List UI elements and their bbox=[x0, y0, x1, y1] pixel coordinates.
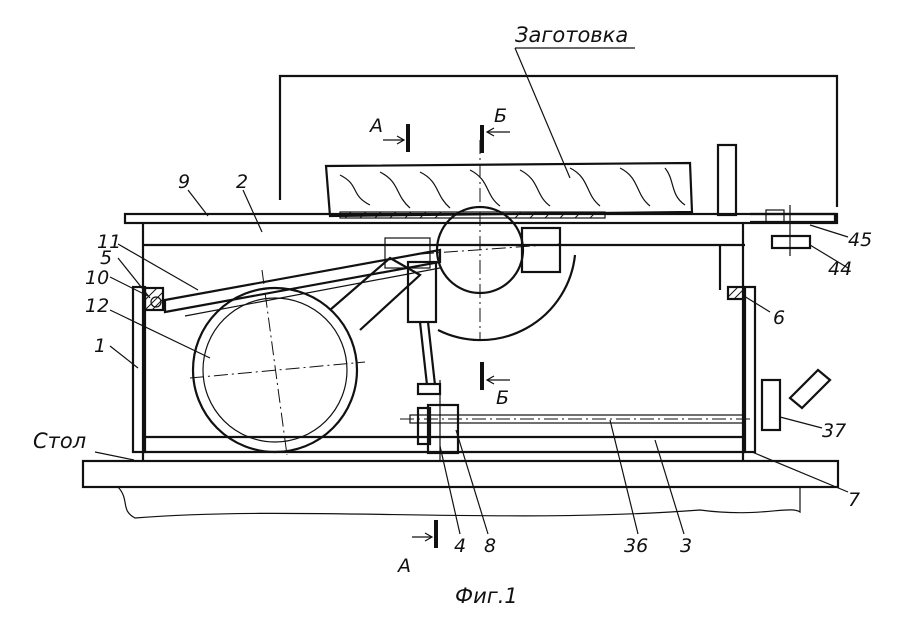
part-label-12: 12 bbox=[85, 295, 109, 317]
workpiece-label: Заготовка bbox=[515, 23, 628, 47]
part-label-10: 10 bbox=[85, 267, 109, 289]
motor-12-inner bbox=[202, 297, 348, 443]
part-label-5: 5 bbox=[100, 247, 112, 269]
nut-block-8 bbox=[426, 403, 460, 455]
side-panel-6 bbox=[743, 285, 757, 454]
section-b-bottom-arrowhead bbox=[485, 375, 495, 385]
part-label-9: 9 bbox=[178, 171, 190, 193]
clamp-45 bbox=[750, 212, 837, 224]
adjuster-rod-right bbox=[426, 321, 437, 386]
adjuster-nut bbox=[416, 382, 442, 396]
bracket-37 bbox=[760, 378, 782, 432]
handle-37 bbox=[788, 368, 832, 410]
section-b-top-arrowhead bbox=[485, 127, 495, 137]
hatch-block-6 bbox=[726, 285, 746, 301]
part-label-1: 1 bbox=[94, 335, 106, 357]
motor-axis-horizontal bbox=[189, 361, 366, 379]
adjuster-housing bbox=[406, 260, 438, 324]
workpiece bbox=[324, 161, 694, 218]
stop-post bbox=[716, 143, 738, 217]
saw-disc bbox=[437, 254, 577, 342]
figure-caption: Фиг.1 bbox=[455, 584, 518, 608]
part-label-3: 3 bbox=[680, 535, 692, 557]
wood-grain bbox=[339, 167, 686, 209]
table-label: Стол bbox=[33, 429, 86, 453]
part-label-45: 45 bbox=[848, 229, 872, 251]
section-b-bottom-label: Б bbox=[496, 387, 509, 409]
clamp-45-slot bbox=[765, 209, 785, 223]
part-label-37: 37 bbox=[822, 420, 846, 442]
section-a-bottom-label: А bbox=[396, 555, 411, 577]
part-label-8: 8 bbox=[484, 535, 496, 557]
part-label-36: 36 bbox=[624, 535, 648, 557]
nut-4 bbox=[416, 406, 432, 446]
saw-bearing bbox=[520, 226, 562, 274]
adjuster-rod-left bbox=[418, 321, 429, 386]
lever-11 bbox=[163, 248, 442, 314]
section-a-bottom-arrowhead bbox=[424, 532, 434, 542]
part-label-6: 6 bbox=[773, 307, 785, 329]
pivot-block-10 bbox=[143, 286, 165, 312]
motor-bracket bbox=[329, 256, 422, 331]
guide-strip-hatch bbox=[339, 211, 606, 219]
part-label-4: 4 bbox=[454, 535, 466, 557]
motor-12 bbox=[191, 286, 359, 454]
part-label-44: 44 bbox=[828, 258, 852, 280]
leader-lines bbox=[94, 47, 849, 535]
upper-housing bbox=[278, 74, 839, 207]
section-a-top-arrowhead bbox=[396, 135, 406, 145]
part-label-7: 7 bbox=[848, 489, 860, 511]
knob-44 bbox=[770, 234, 812, 250]
belt bbox=[184, 267, 441, 317]
table-top bbox=[81, 459, 840, 489]
table-body-outline bbox=[117, 486, 801, 519]
section-b-top-label: Б bbox=[494, 105, 507, 127]
part-label-2: 2 bbox=[236, 171, 248, 193]
side-panel-1 bbox=[131, 285, 147, 454]
part-label-11: 11 bbox=[97, 231, 121, 253]
section-a-top-label: А bbox=[368, 115, 383, 137]
